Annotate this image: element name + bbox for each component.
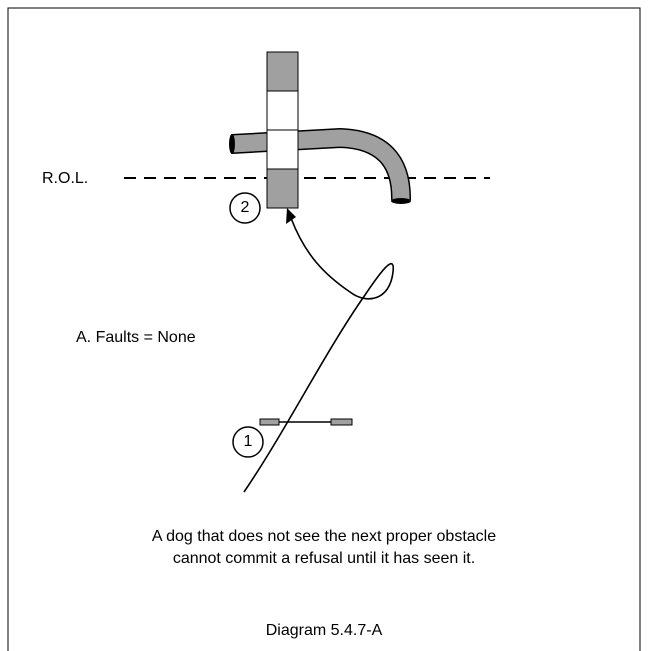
caption-line-2: cannot commit a refusal until it has see… xyxy=(172,550,476,567)
diagram-id: Diagram 5.4.7-A xyxy=(265,622,383,639)
curved-tunnel xyxy=(229,127,412,204)
obstacle-2-bar xyxy=(266,51,299,209)
obstacle-1-number-circle xyxy=(232,426,264,458)
caption-line-1: A dog that does not see the next proper … xyxy=(151,528,497,545)
arrowhead-icon xyxy=(286,208,296,224)
dog-path xyxy=(243,217,395,493)
obstacle-2-label: 2 xyxy=(240,199,250,216)
tunnel-entrance xyxy=(229,134,235,154)
faults-label: A. Faults = None xyxy=(76,329,196,346)
obstacle-1-jump xyxy=(259,418,353,426)
rol-label: R.O.L. xyxy=(42,170,89,187)
obstacle-1-label: 1 xyxy=(243,433,253,450)
obstacle-2-number-circle xyxy=(229,192,261,224)
tunnel-exit xyxy=(391,198,411,204)
diagram-border xyxy=(7,7,641,651)
